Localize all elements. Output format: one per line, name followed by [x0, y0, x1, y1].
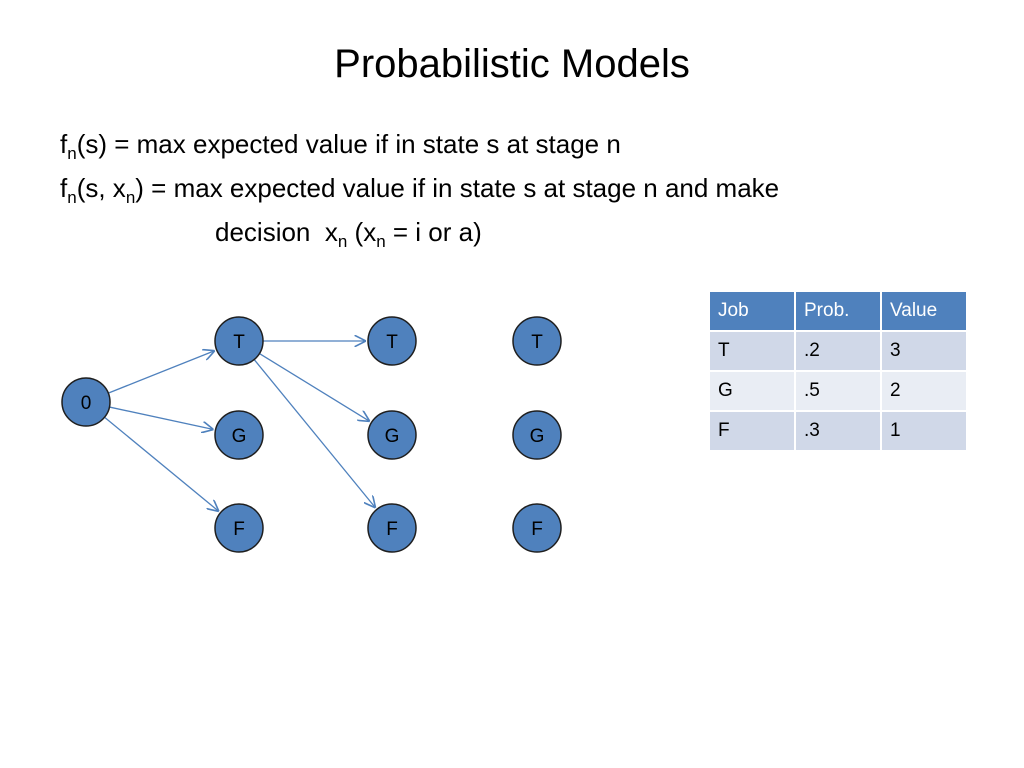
edge-a_T-to-b_F [253, 359, 375, 508]
subscript: n [376, 232, 386, 251]
node-b_T: T [367, 316, 417, 366]
column-header-value: Value [880, 290, 968, 332]
table-cell: F [708, 410, 796, 452]
node-a_T: T [214, 316, 264, 366]
edge-a_T-to-b_G [259, 353, 369, 422]
node-label: G [232, 426, 247, 447]
node-circle [512, 503, 562, 553]
definition-text: (s, x [76, 173, 126, 203]
node-label: F [386, 519, 398, 540]
node-a_G: G [214, 410, 264, 460]
definition-text: decision x [215, 217, 338, 247]
table-cell: .3 [794, 410, 882, 452]
node-b_F: F [367, 503, 417, 553]
node-label: 0 [81, 393, 92, 414]
table-row: F .3 1 [708, 410, 968, 452]
node-circle [214, 503, 264, 553]
table-cell: T [708, 330, 796, 372]
table-cell: G [708, 370, 796, 412]
definitions: fn(s) = max expected value if in state s… [60, 122, 779, 254]
node-circle [512, 410, 562, 460]
node-circle [367, 410, 417, 460]
node-label: F [233, 519, 245, 540]
node-circle [214, 410, 264, 460]
node-label: T [233, 332, 245, 353]
subscript: n [67, 144, 77, 163]
node-circle [214, 316, 264, 366]
node-c_G: G [512, 410, 562, 460]
table-cell: 1 [880, 410, 968, 452]
subscript: n [67, 188, 77, 207]
definition-line-3: decision xn (xn = i or a) [60, 210, 779, 254]
table-cell: .2 [794, 330, 882, 372]
node-circle [367, 503, 417, 553]
node-label: G [530, 426, 545, 447]
definition-text: (x [347, 217, 377, 247]
column-header-prob: Prob. [794, 290, 882, 332]
table-cell: .5 [794, 370, 882, 412]
job-table: Job Prob. Value T .2 3 G .5 2 F .3 1 [708, 290, 968, 452]
table-header-row: Job Prob. Value [708, 290, 968, 332]
node-c_T: T [512, 316, 562, 366]
node-circle [512, 316, 562, 366]
node-label: T [531, 332, 543, 353]
node-label: F [531, 519, 543, 540]
definition-text: ) = max expected value if in state s at … [135, 173, 780, 203]
table-cell: 2 [880, 370, 968, 412]
edge-n0-to-a_G [109, 406, 213, 429]
node-a_F: F [214, 503, 264, 553]
subscript: n [337, 232, 348, 251]
edge-n0-to-a_F [104, 416, 219, 511]
node-b_G: G [367, 410, 417, 460]
node-label: T [386, 332, 398, 353]
node-n0: 0 [61, 377, 111, 427]
node-circle [367, 316, 417, 366]
fn-symbol: f [60, 173, 68, 203]
subscript: n [125, 188, 136, 207]
definition-text: = i or a) [385, 217, 482, 247]
node-label: G [385, 426, 400, 447]
slide-title: Probabilistic Models [334, 42, 690, 86]
edge-n0-to-a_T [108, 351, 215, 394]
table-row: G .5 2 [708, 370, 968, 412]
table-row: T .2 3 [708, 330, 968, 372]
definition-text: (s) = max expected value if in state s a… [76, 129, 621, 159]
fn-symbol: f [60, 129, 68, 159]
definition-line-2: fn(s, xn) = max expected value if in sta… [60, 166, 779, 210]
definition-line-1: fn(s) = max expected value if in state s… [60, 122, 779, 166]
column-header-job: Job [708, 290, 796, 332]
node-c_F: F [512, 503, 562, 553]
table-cell: 3 [880, 330, 968, 372]
node-circle [61, 377, 111, 427]
